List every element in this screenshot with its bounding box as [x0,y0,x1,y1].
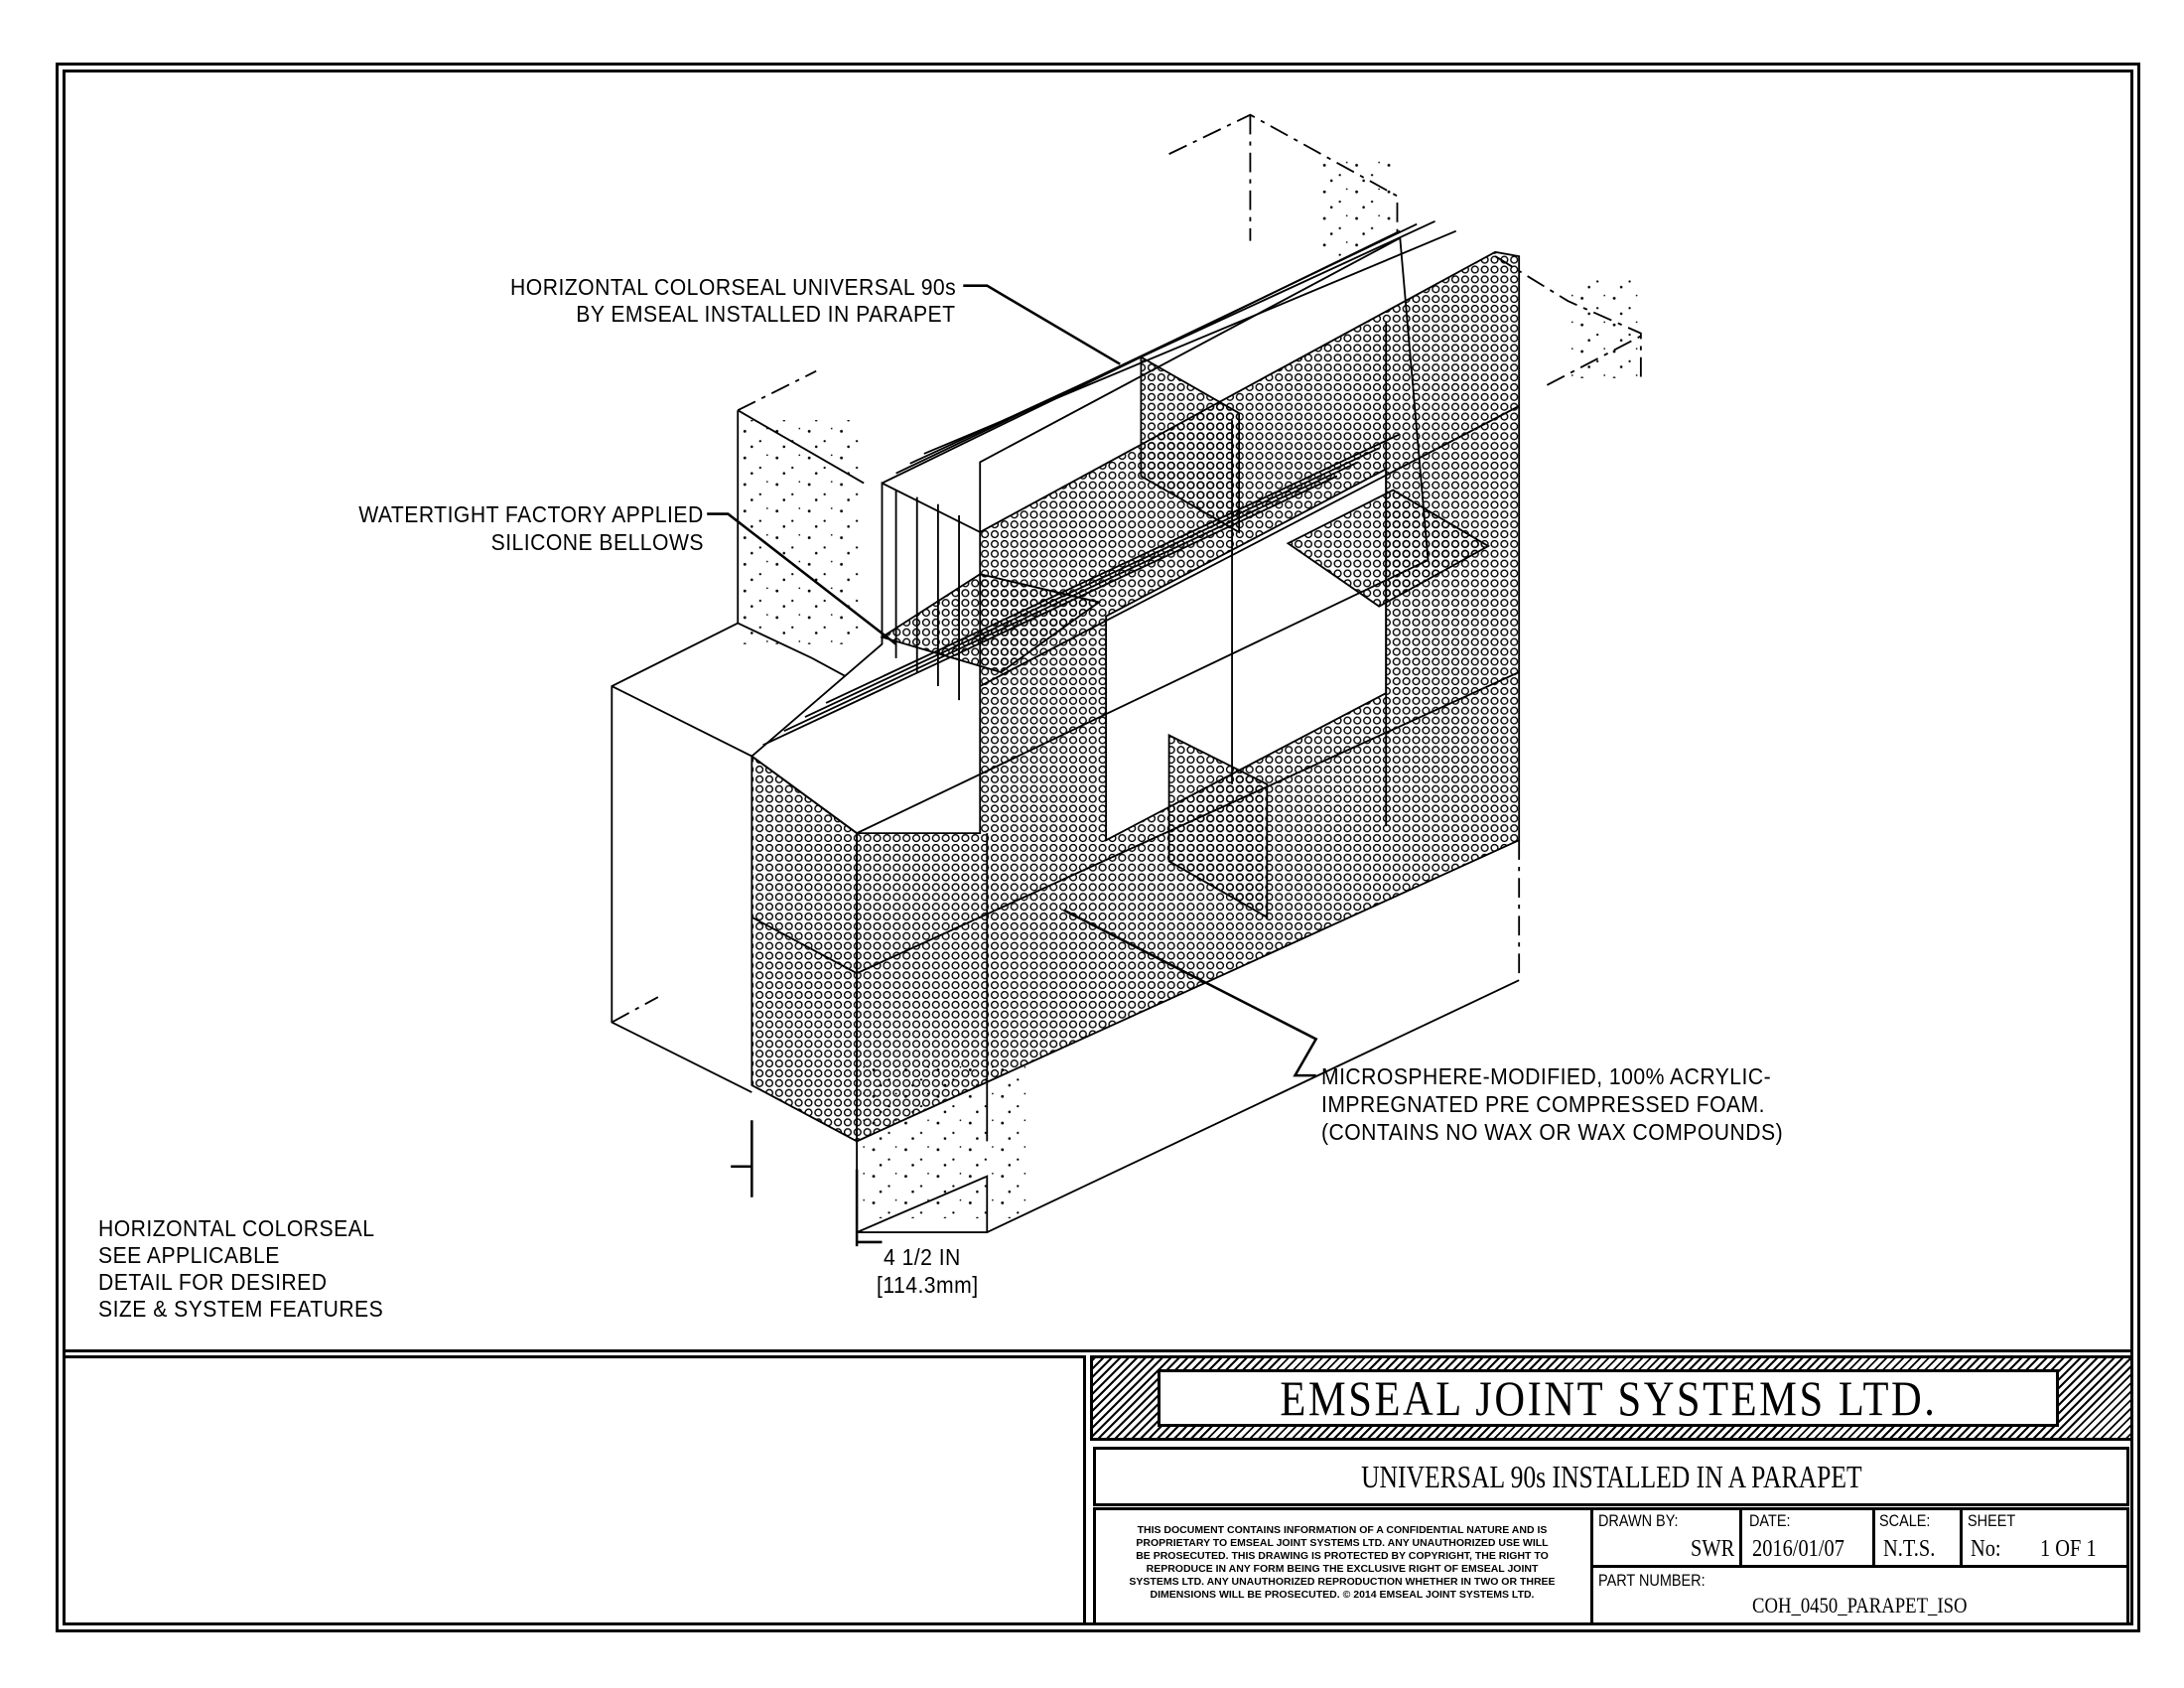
confidential-notice: THIS DOCUMENT CONTAINS INFORMATION OF A … [1096,1524,1588,1602]
outer-border [56,63,2140,1632]
part-number-label: PART NUMBER: [1598,1571,1706,1590]
notice-line: THIS DOCUMENT CONTAINS INFORMATION OF A … [1137,1524,1548,1536]
sheet-value: 1 OF 1 [2040,1536,2097,1562]
notice-line: BE PROSECUTED. THIS DRAWING IS PROTECTED… [1136,1550,1549,1562]
sheet-no-label: No: [1971,1536,2001,1562]
dimension-lines [731,1120,883,1247]
drawing-title: UNIVERSAL 90s INSTALLED IN A PARAPET [1360,1458,1862,1494]
company-banner: EMSEAL JOINT SYSTEMS LTD. [1090,1355,2133,1441]
dimension-inches: 4 1/2 IN [884,1244,961,1270]
drawing-divider [63,1349,2133,1352]
callout-foam-line1: MICROSPHERE-MODIFIED, 100% ACRYLIC- [1321,1063,1772,1089]
leader-foam [1063,909,1318,1077]
company-name: EMSEAL JOINT SYSTEMS LTD. [1280,1370,1937,1426]
leader-bellows [707,512,897,645]
leader-horizontal [963,284,1121,365]
drawing-title-box: UNIVERSAL 90s INSTALLED IN A PARAPET [1093,1447,2129,1506]
drawn-by-label: DRAWN BY: [1598,1511,1679,1530]
notice-line: SYSTEMS LTD. ANY UNAUTHORIZED REPRODUCTI… [1129,1576,1556,1588]
note-line4: SIZE & SYSTEM FEATURES [98,1296,384,1322]
callout-horizontal-colorseal-line1: HORIZONTAL COLORSEAL UNIVERSAL 90s [509,274,956,300]
note-line3: DETAIL FOR DESIRED [98,1269,328,1295]
notice-line: PROPRIETARY TO EMSEAL JOINT SYSTEMS LTD.… [1136,1537,1549,1549]
sheet-label: SHEET [1968,1511,2016,1530]
note-line2: SEE APPLICABLE [98,1242,280,1268]
scale-label: SCALE: [1879,1511,1931,1530]
drawn-by-value: SWR [1691,1536,1735,1562]
part-number-value: COH_0450_PARAPET_ISO [1752,1593,1968,1618]
notice-line: DIMENSIONS WILL BE PROSECUTED. © 2014 EM… [1150,1589,1535,1601]
callout-bellows-line1: WATERTIGHT FACTORY APPLIED [358,501,704,527]
date-value: 2016/01/07 [1752,1536,1844,1562]
callout-foam-line2: IMPREGNATED PRE COMPRESSED FOAM. [1321,1091,1765,1117]
notice-line: REPRODUCE IN ANY FORM BEING THE EXCLUSIV… [1146,1563,1539,1575]
callout-horizontal-colorseal-line2: BY EMSEAL INSTALLED IN PARAPET [576,301,956,327]
callout-bellows-line2: SILICONE BELLOWS [490,529,704,555]
foam-frame [751,250,1521,1143]
concrete-left-lower [611,622,752,1093]
title-block-left-blank [63,1355,1086,1625]
scale-value: N.T.S. [1883,1536,1936,1562]
callout-foam-line3: (CONTAINS NO WAX OR WAX COMPOUNDS) [1321,1119,1784,1145]
date-label: DATE: [1749,1511,1791,1530]
dimension-mm: [114.3mm] [877,1272,979,1298]
note-line1: HORIZONTAL COLORSEAL [98,1215,375,1241]
